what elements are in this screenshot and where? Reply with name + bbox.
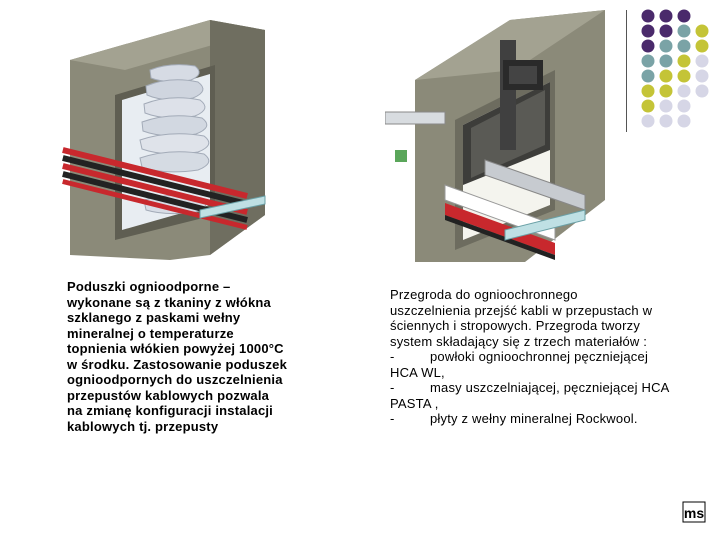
- bullet-line: - masy uszczelniającej, pęczniejącej HCA: [390, 380, 710, 396]
- decorative-dot: [695, 69, 709, 83]
- bullet-marker: -: [390, 411, 395, 426]
- bullet-marker: -: [390, 380, 395, 395]
- decorative-divider: [626, 10, 627, 132]
- right-caption-line: Przegroda do ognioochronnego: [390, 287, 578, 302]
- decorative-dot: [659, 99, 673, 113]
- decorative-dot: [659, 84, 673, 98]
- decorative-dot: [677, 84, 691, 98]
- bullet-text: powłoki ognioochronnej pęczniejącej: [430, 349, 649, 364]
- decorative-dot: [641, 24, 655, 38]
- right-caption: Przegroda do ognioochronnego uszczelnien…: [390, 287, 710, 427]
- decorative-dot: [677, 39, 691, 53]
- decorative-dot: [641, 114, 655, 128]
- left-caption-line: wykonane są z tkaniny z włókna: [67, 294, 271, 310]
- decorative-dot: [695, 39, 709, 53]
- decorative-dot: [695, 84, 709, 98]
- fire-pillow-illustration: [62, 20, 266, 260]
- decorative-dot-grid: [641, 9, 709, 128]
- right-caption-line: ściennych i stropowych. Przegroda tworzy: [390, 318, 641, 333]
- left-caption-line: w środku. Zastosowanie poduszek: [67, 356, 288, 372]
- decorative-dot: [641, 69, 655, 83]
- decorative-dot: [641, 9, 655, 23]
- fire-barrier-illustration: [385, 10, 605, 262]
- decorative-dot: [659, 54, 673, 68]
- left-caption: Poduszki ognioodporne – wykonane są z tk…: [67, 279, 307, 434]
- decorative-dot: [695, 54, 709, 68]
- decorative-dot: [677, 99, 691, 113]
- decorative-dot: [659, 9, 673, 23]
- left-caption-line: na zmianę konfiguracji instalacji: [67, 403, 273, 418]
- decorative-dot: [659, 69, 673, 83]
- decorative-dot: [641, 54, 655, 68]
- decorative-dot: [659, 114, 673, 128]
- left-caption-line: Poduszki ognioodporne –: [67, 279, 231, 294]
- decorative-dot: [659, 24, 673, 38]
- decorative-dot: [677, 69, 691, 83]
- decorative-dot: [677, 9, 691, 23]
- bullet-text: płyty z wełny mineralnej Rockwool.: [430, 411, 638, 426]
- left-caption-line: topnienia włókien powyżej 1000°C: [67, 341, 284, 356]
- decorative-dot: [641, 39, 655, 53]
- decorative-dot: [641, 99, 655, 113]
- decorative-dot: [695, 24, 709, 38]
- decorative-dot: [641, 84, 655, 98]
- bullet-continuation: PASTA ,: [390, 395, 439, 411]
- left-caption-line: ognioodpornych do uszczelnienia: [67, 372, 283, 387]
- bullet-continuation: HCA WL,: [390, 364, 445, 380]
- right-caption-line: system składający się z trzech materiałó…: [390, 333, 648, 349]
- bullet-text: masy uszczelniającej, pęczniejącej HCA: [430, 380, 670, 395]
- bullet-line: - powłoki ognioochronnej pęczniejącej: [390, 349, 710, 365]
- decorative-dot: [677, 114, 691, 128]
- left-caption-line: szklanego z paskami wełny: [67, 310, 241, 325]
- left-caption-line: mineralnej o temperaturze: [67, 325, 234, 341]
- left-caption-line: kablowych tj. przepusty: [67, 418, 219, 434]
- logo-text: ms: [684, 505, 704, 521]
- bullet-marker: -: [390, 349, 395, 364]
- decorative-dot: [677, 54, 691, 68]
- bullet-line: - płyty z wełny mineralnej Rockwool.: [390, 411, 710, 427]
- left-caption-line: przepustów kablowych pozwala: [67, 387, 270, 403]
- decorative-dot: [677, 24, 691, 38]
- right-caption-line: uszczelnienia przejść kabli w przepustac…: [390, 302, 653, 318]
- ms-logo: ms: [682, 501, 706, 523]
- decorative-dot: [659, 39, 673, 53]
